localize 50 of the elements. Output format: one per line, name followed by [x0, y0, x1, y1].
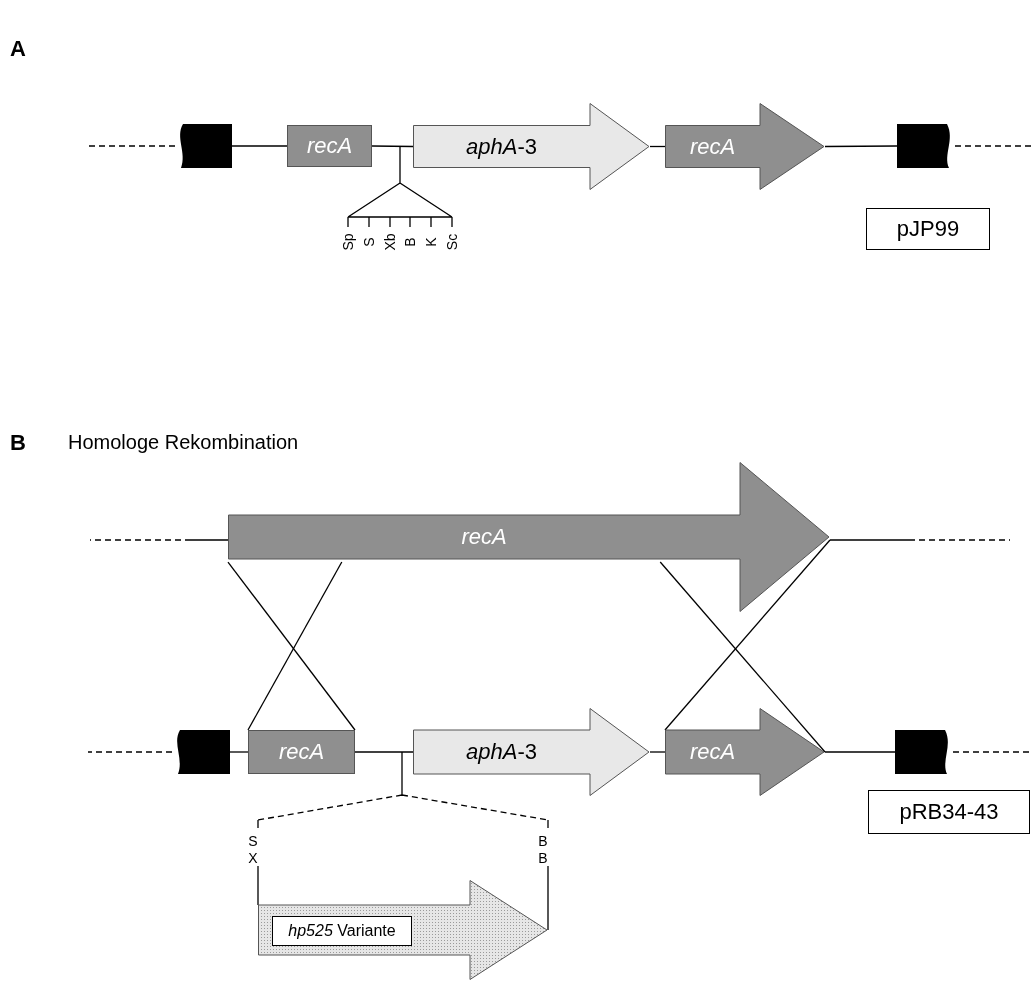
dna-strand-end: [87, 751, 173, 753]
dna-line: [824, 145, 898, 148]
gene-arrow: [413, 708, 650, 796]
gene-name: recA: [461, 526, 507, 548]
dna-line: [247, 561, 343, 731]
restriction-site-label: X: [248, 851, 258, 865]
gene-arrow: [258, 880, 548, 980]
restriction-site-label: K: [424, 237, 438, 247]
gene-box: [248, 730, 355, 774]
gene-name: recA: [278, 741, 325, 763]
gene-arrow: [413, 103, 650, 190]
dna-line: [664, 539, 831, 731]
dna-line: [229, 751, 249, 753]
dna-strand-end: [954, 145, 1033, 147]
dna-line: [649, 751, 666, 753]
restriction-site-label: B: [403, 237, 417, 247]
dna-strand-end: [87, 145, 176, 147]
restriction-site-label: S: [248, 834, 258, 848]
plasmid-name: pRB34-43: [899, 801, 999, 823]
gene-name: recA: [689, 135, 736, 158]
plasmid-label-box: [866, 208, 990, 250]
restriction-site-label: Sp: [341, 233, 355, 251]
gene-name: aphA-3: [466, 741, 537, 763]
plasmid-name: hp525 Variante: [288, 923, 396, 939]
panel-title: Homologe Rekombination: [68, 432, 299, 452]
dna-line: [371, 145, 414, 148]
restriction-site-label: B: [538, 834, 548, 848]
dna-strand-end: [829, 539, 1011, 541]
restriction-site-label: Xb: [383, 233, 397, 251]
restriction-site-label: S: [362, 237, 376, 247]
restriction-site-label: Sc: [445, 233, 459, 251]
panel-letter: B: [10, 432, 26, 454]
dna-line: [659, 561, 826, 753]
dna-line: [227, 561, 356, 731]
gene-arrow: [665, 708, 825, 796]
dna-strand-end: [89, 539, 229, 541]
plasmid-label-box: [868, 790, 1030, 834]
plasmid-label-box: [272, 916, 412, 946]
dna-line: [354, 751, 414, 753]
restriction-site-label: B: [538, 851, 548, 865]
gene-arrow: [228, 462, 830, 612]
panel-letter: A: [10, 38, 26, 60]
dna-line: [231, 145, 288, 147]
gene-name: aphA-3: [466, 135, 537, 158]
gene-name: recA: [689, 741, 736, 763]
plasmid-name: pJP99: [896, 218, 960, 240]
dna-line: [824, 751, 896, 753]
gene-name: recA: [306, 135, 353, 157]
gene-box: [287, 125, 372, 167]
gene-arrow: [665, 103, 825, 190]
